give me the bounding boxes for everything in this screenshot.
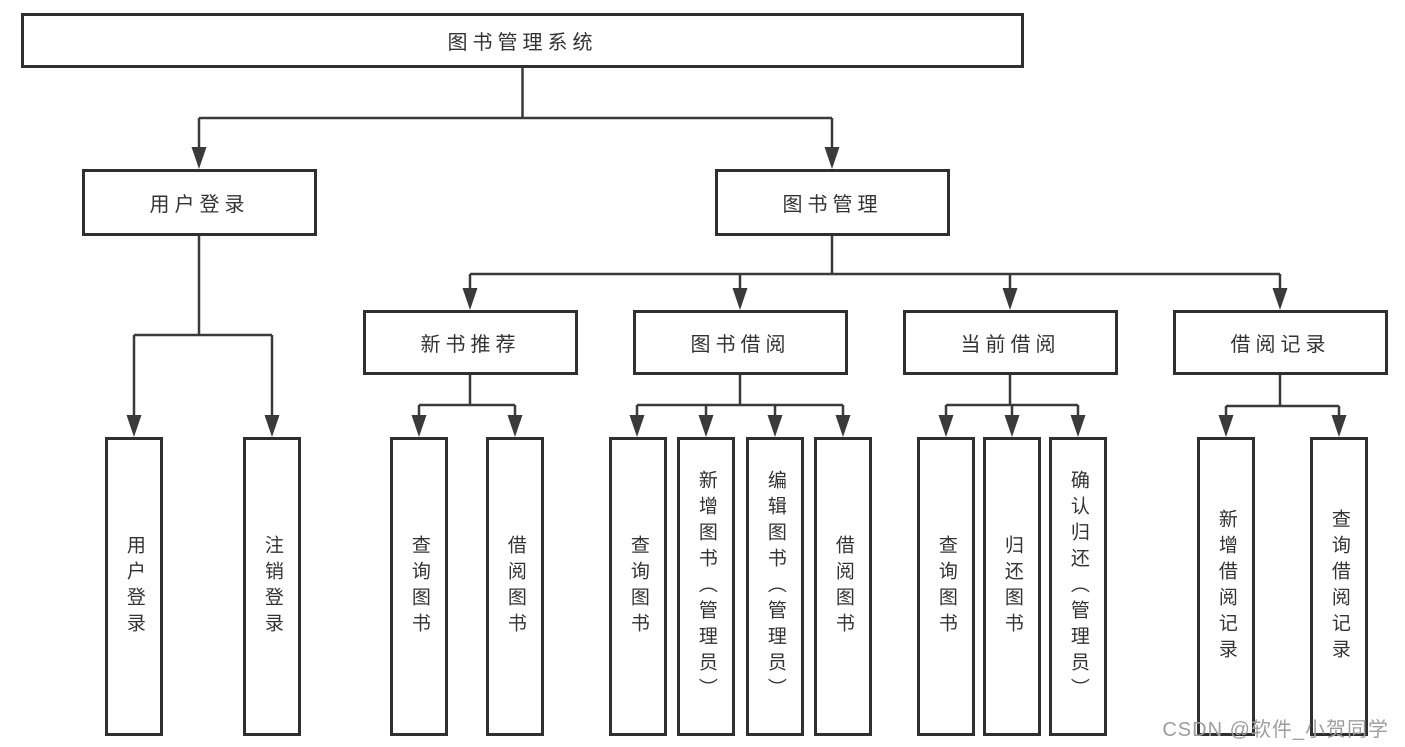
leaf-edit-book-admin: 编辑图书（管理员） xyxy=(746,437,804,736)
node-label: 图书借阅 xyxy=(690,334,791,356)
node-book-borrow: 图书借阅 xyxy=(633,310,848,375)
leaf-borrow-books-recommend: 借阅图书 xyxy=(486,437,544,736)
arrow-head-icon xyxy=(126,147,1347,437)
node-current-borrow: 当前借阅 xyxy=(903,310,1118,375)
leaf-add-borrow-record: 新增借阅记录 xyxy=(1197,437,1255,736)
leaf-label: 用户登录 xyxy=(123,534,145,639)
leaf-user-login: 用户登录 xyxy=(105,437,163,736)
node-label: 借阅记录 xyxy=(1230,334,1331,356)
node-library-system: 图书管理系统 xyxy=(21,13,1024,68)
node-user-login: 用户登录 xyxy=(82,169,317,236)
leaf-logout: 注销登录 xyxy=(243,437,301,736)
leaf-query-books-borrow: 查询图书 xyxy=(609,437,667,736)
connector-line xyxy=(132,68,1341,419)
leaf-return-books: 归还图书 xyxy=(983,437,1041,736)
leaf-label: 确认归还（管理员） xyxy=(1067,469,1089,704)
watermark: CSDN @软件_小贺同学 xyxy=(1162,719,1389,741)
leaf-confirm-return-admin: 确认归还（管理员） xyxy=(1049,437,1107,736)
leaf-label: 归还图书 xyxy=(1001,534,1023,639)
node-label: 图书管理系统 xyxy=(447,32,598,54)
leaf-label: 新增借阅记录 xyxy=(1215,508,1237,665)
leaf-label: 查询图书 xyxy=(935,534,957,639)
leaf-add-book-admin: 新增图书（管理员） xyxy=(677,437,735,736)
leaf-label: 注销登录 xyxy=(261,534,283,639)
node-new-book-recommend: 新书推荐 xyxy=(363,310,578,375)
node-borrow-records: 借阅记录 xyxy=(1173,310,1388,375)
leaf-label: 借阅图书 xyxy=(832,534,854,639)
node-label: 新书推荐 xyxy=(420,334,521,356)
leaf-borrow-books: 借阅图书 xyxy=(814,437,872,736)
leaf-query-borrow-record: 查询借阅记录 xyxy=(1310,437,1368,736)
leaf-label: 新增图书（管理员） xyxy=(695,469,717,704)
node-label: 图书管理 xyxy=(782,194,883,216)
leaf-query-books-recommend: 查询图书 xyxy=(390,437,448,736)
node-label: 用户登录 xyxy=(149,194,250,216)
leaf-label: 查询借阅记录 xyxy=(1328,508,1350,665)
node-book-management: 图书管理 xyxy=(715,169,950,236)
node-label: 当前借阅 xyxy=(960,334,1061,356)
leaf-query-books-current: 查询图书 xyxy=(917,437,975,736)
leaf-label: 借阅图书 xyxy=(504,534,526,639)
leaf-label: 查询图书 xyxy=(408,534,430,639)
leaf-label: 查询图书 xyxy=(627,534,649,639)
leaf-label: 编辑图书（管理员） xyxy=(764,469,786,704)
